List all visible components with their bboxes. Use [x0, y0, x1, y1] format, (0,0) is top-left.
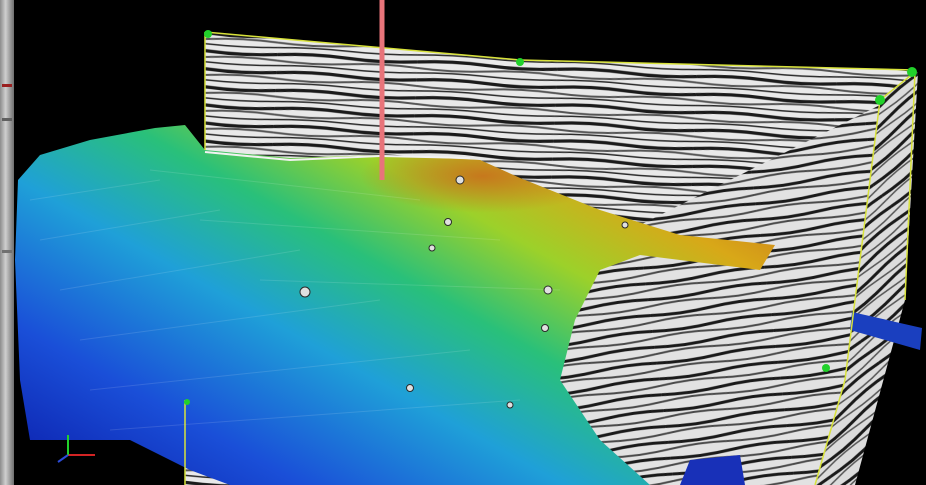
horizon-edge — [204, 151, 471, 162]
volume-bounding-box — [184, 31, 916, 485]
panel-marker — [2, 84, 12, 87]
seismic-front-panel — [545, 105, 880, 485]
horizon-fragment-bottom — [680, 455, 745, 485]
well-markers[interactable] — [299, 175, 629, 409]
box-vertices — [184, 30, 917, 405]
surface-texture — [29, 169, 561, 431]
panel-marker — [2, 118, 12, 121]
left-panel-edge — [0, 0, 14, 485]
axis-triad-icon[interactable] — [57, 435, 95, 463]
panel-marker — [2, 250, 12, 253]
horizon-fragment — [850, 312, 922, 350]
horizon-peak-shading — [290, 155, 640, 260]
